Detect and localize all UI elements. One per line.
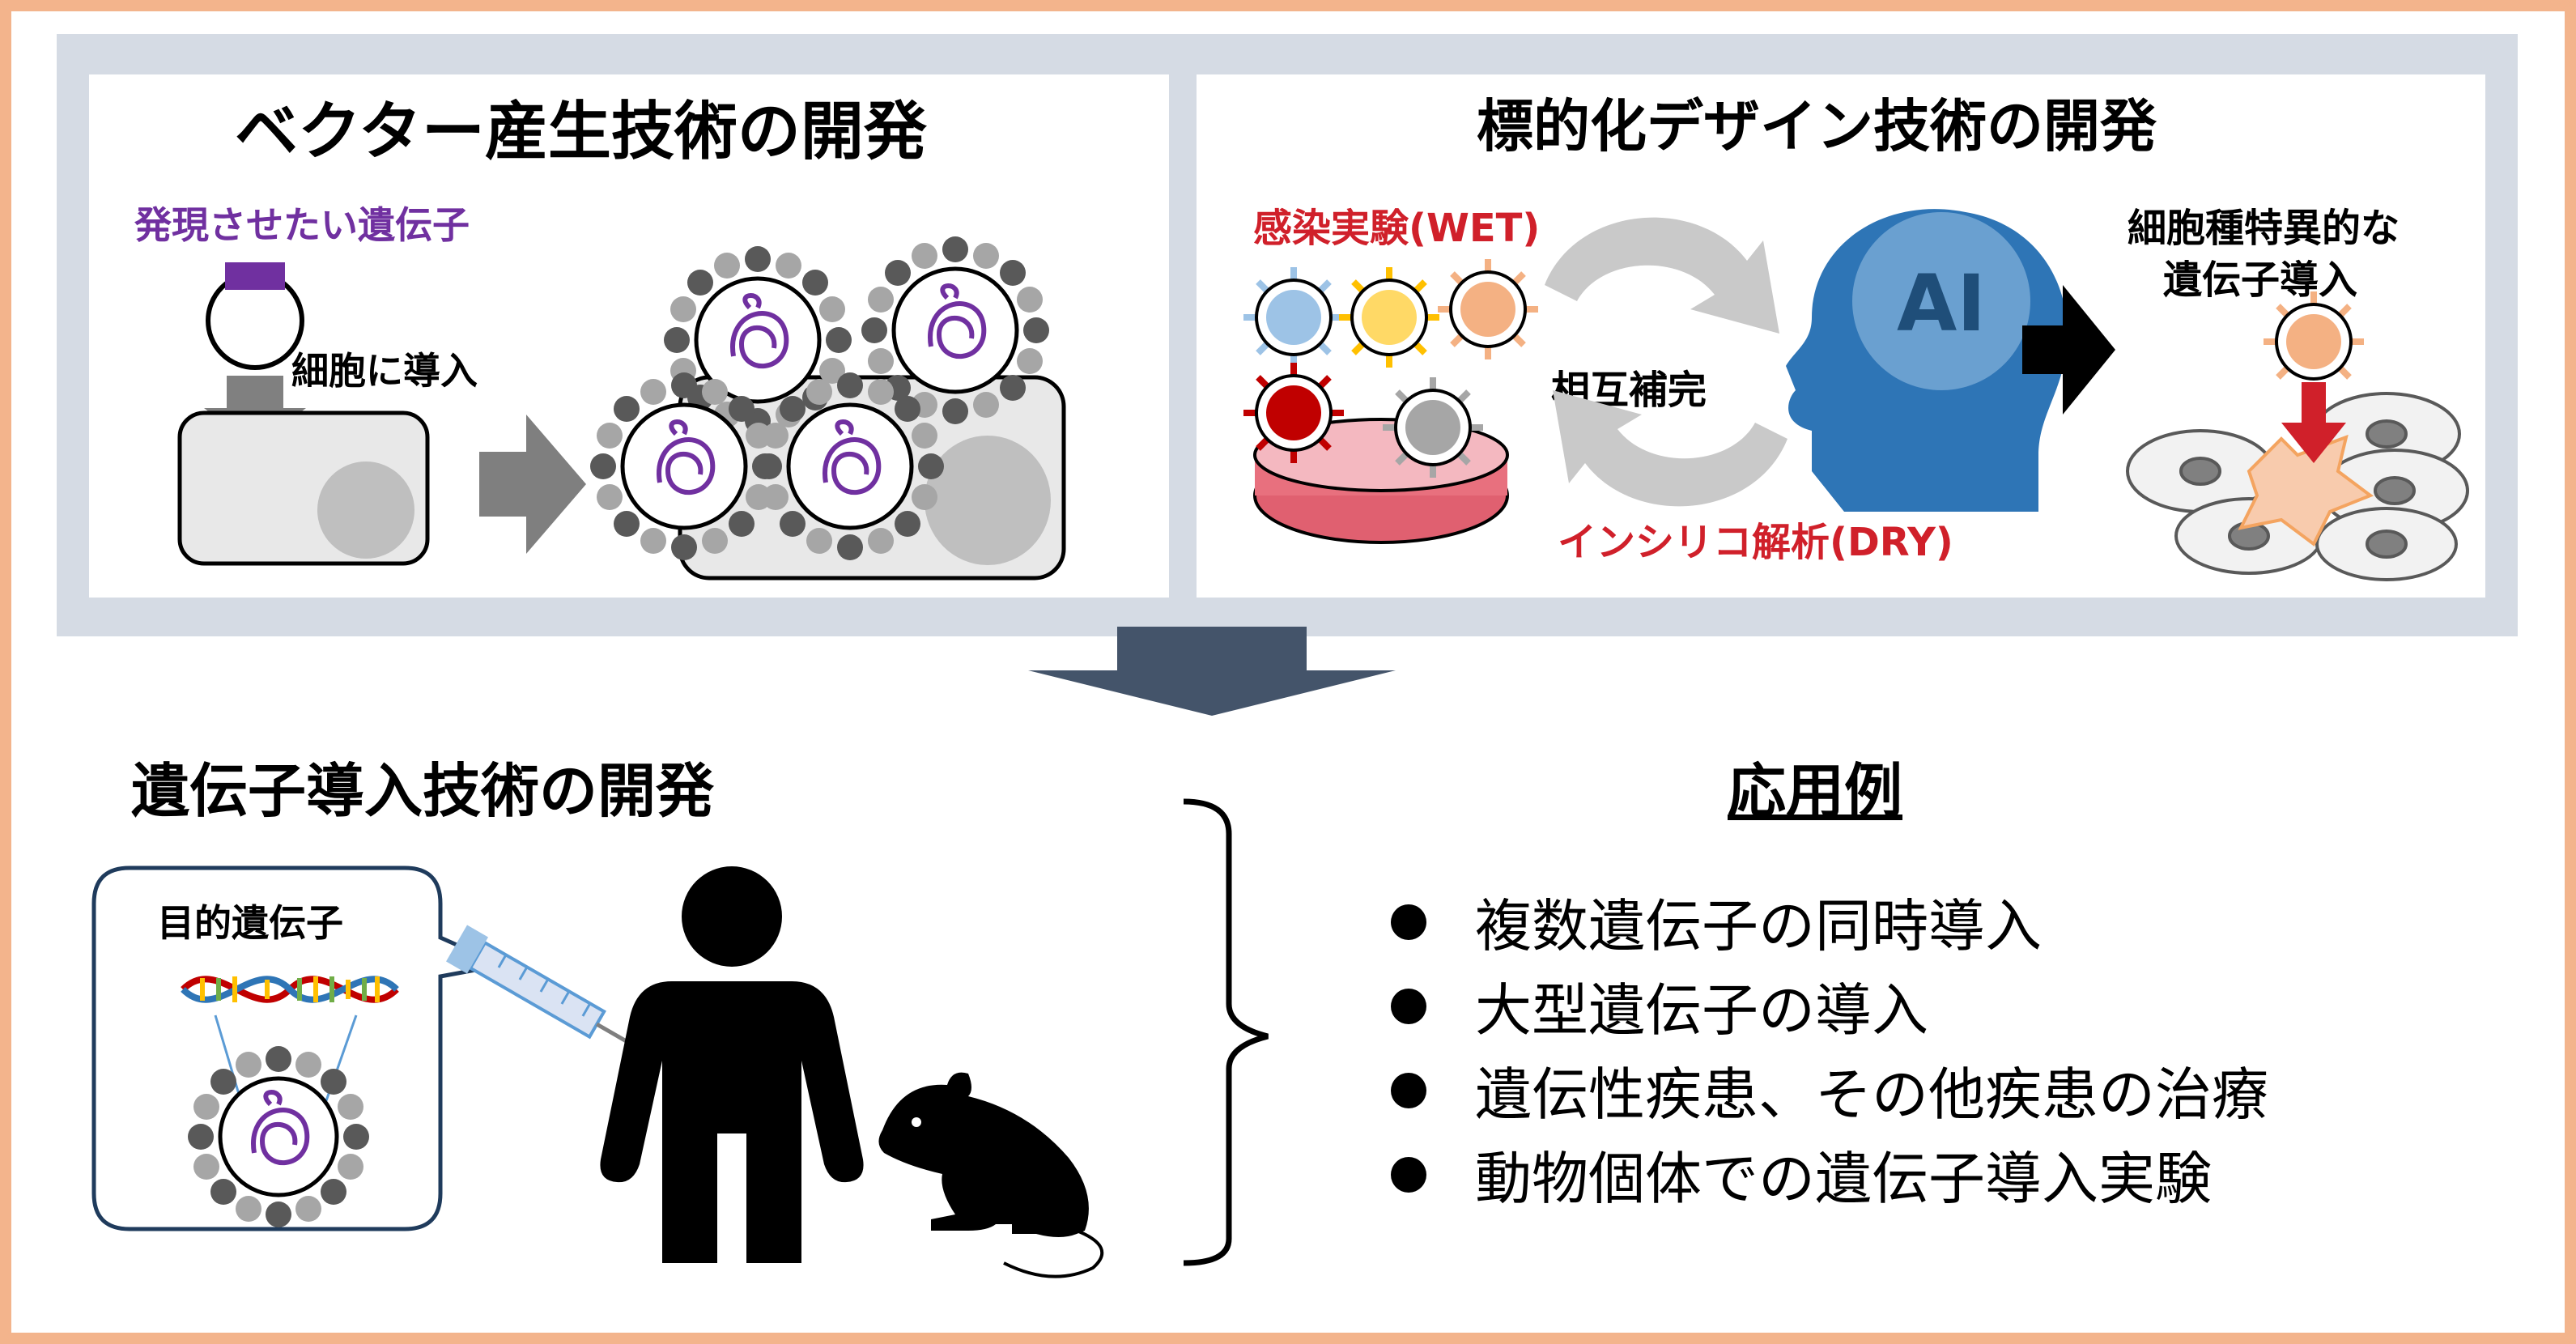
vector-panel-title: ベクター産生技術の開発 bbox=[235, 96, 927, 168]
virus-icon bbox=[861, 236, 1049, 424]
delivery-title: 遺伝子導入技術の開発 bbox=[131, 757, 715, 825]
virus-icon bbox=[188, 1046, 369, 1227]
infected-cell-icon bbox=[2238, 434, 2374, 547]
application-item: 動物個体での遺伝子導入実験 bbox=[1391, 1133, 2212, 1215]
syringe-icon bbox=[446, 925, 640, 1051]
cycle-arrow-top-icon bbox=[1545, 217, 1779, 334]
result-line1: 細胞種特異的な bbox=[2128, 206, 2400, 251]
dna-icon bbox=[181, 976, 399, 1003]
transfect-label: 細胞に導入 bbox=[291, 349, 478, 393]
brace-icon bbox=[1183, 798, 1269, 1266]
producer-nucleus-icon bbox=[925, 436, 1051, 565]
bullet-icon bbox=[1391, 988, 1426, 1024]
application-item: 複数遺伝子の同時導入 bbox=[1391, 881, 2042, 963]
virus-particles bbox=[590, 236, 1049, 560]
vector-production-diagram bbox=[177, 236, 1066, 581]
bullet-icon bbox=[1391, 1156, 1426, 1193]
targeting-design-diagram: AI bbox=[1243, 209, 2469, 581]
targeting-panel-title: 標的化デザイン技術の開発 bbox=[1477, 93, 2157, 159]
wet-label: 感染実験(WET) bbox=[1253, 206, 1541, 251]
bullet-icon bbox=[1391, 1072, 1426, 1108]
application-item: 遺伝性疾患、その他疾患の治療 bbox=[1391, 1049, 2268, 1131]
human-icon bbox=[600, 866, 864, 1263]
result-arrow-icon bbox=[2022, 285, 2115, 415]
cycle-arrow-bottom-icon bbox=[1553, 390, 1787, 507]
mouse-icon bbox=[878, 1072, 1104, 1278]
bubble-label: 目的遺伝子 bbox=[157, 901, 343, 945]
virus-icon bbox=[590, 372, 778, 560]
right-arrow-icon bbox=[479, 415, 586, 554]
result-line2: 遺伝子導入 bbox=[2163, 257, 2358, 303]
dry-label: インシリコ解析(DRY) bbox=[1558, 520, 1953, 565]
infection-arrow-icon bbox=[2281, 382, 2346, 463]
vector-production-panel: ベクター産生技術の開発 発現させたい遺伝子 細胞に導入 bbox=[89, 74, 1169, 598]
application-item: 大型遺伝子の導入 bbox=[1391, 965, 1928, 1047]
specific-vector-icon bbox=[2264, 291, 2364, 381]
applications-title: 応用例 bbox=[1728, 757, 1903, 825]
gene-label: 発現させたい遺伝子 bbox=[134, 203, 470, 247]
virus-icon bbox=[756, 372, 944, 560]
gene-insert-icon bbox=[225, 262, 285, 290]
ai-label: AI bbox=[1897, 258, 1986, 349]
nucleus-icon bbox=[317, 461, 414, 559]
bullet-icon bbox=[1391, 904, 1426, 940]
targeting-design-panel: 標的化デザイン技術の開発 感染実験(WET) 相互補完 インシリコ解析(DRY)… bbox=[1197, 74, 2485, 598]
capsid-variant-icons bbox=[1243, 259, 1538, 478]
